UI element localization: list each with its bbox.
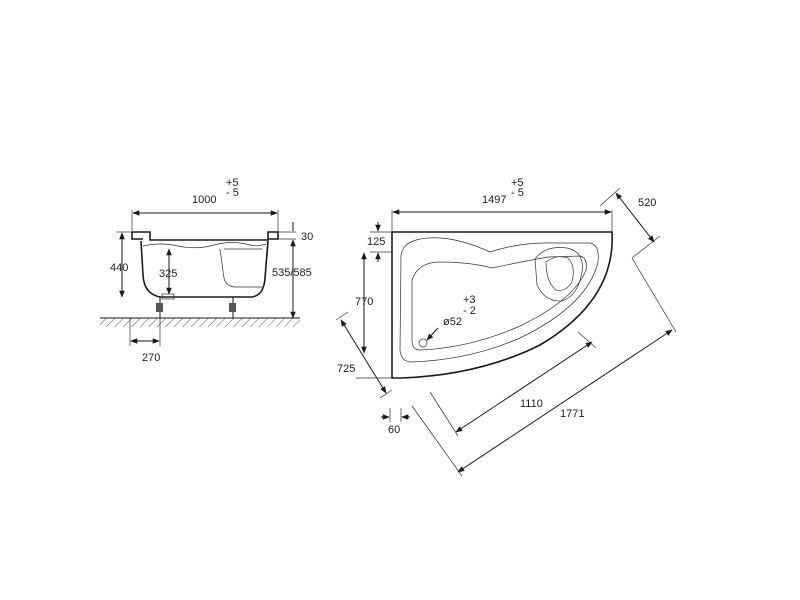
foot-right-pad bbox=[229, 303, 236, 312]
floor-hatch bbox=[100, 318, 300, 327]
tub-headrest bbox=[534, 247, 583, 302]
tub-water-line bbox=[142, 242, 267, 249]
dim-length-tol-plus: +5 bbox=[511, 177, 524, 189]
dim-left-inner: 770 bbox=[355, 296, 373, 308]
dim-gap: 60 bbox=[388, 424, 400, 436]
dim-drain-tol-minus: - 2 bbox=[463, 305, 476, 317]
dim-depth-right: 520 bbox=[638, 197, 656, 209]
dim-drain-tol-plus: +3 bbox=[463, 294, 476, 306]
tub-rim bbox=[131, 231, 279, 241]
top-view: ø52 +3 - 2 1497 +5 - 5 520 125 770 725 bbox=[335, 177, 677, 477]
tub-body bbox=[140, 240, 269, 298]
tub-drain-hole bbox=[418, 338, 428, 348]
dim-left-diag: 725 bbox=[337, 363, 355, 375]
dim-diagonal: 1771 bbox=[560, 408, 584, 420]
dim-rim: 30 bbox=[301, 231, 313, 243]
dim-height-left: 440 bbox=[110, 262, 128, 274]
dim-length: 1497 bbox=[482, 194, 506, 206]
tub-seat bbox=[219, 248, 262, 288]
dim-width-tol-plus: +5 bbox=[226, 177, 239, 189]
dim-drain: ø52 bbox=[443, 316, 462, 328]
dim-foot-offset: 270 bbox=[142, 352, 160, 364]
tub-basin bbox=[399, 237, 599, 363]
foot-left-pad bbox=[156, 303, 163, 312]
dim-depth-right-line bbox=[615, 192, 655, 243]
dim-top-edge: 125 bbox=[367, 236, 385, 248]
dim-left-diag-line bbox=[340, 319, 387, 394]
dim-base-length: 1110 bbox=[520, 398, 543, 410]
tub-basin-inner bbox=[411, 255, 587, 351]
side-view: 1000 +5 - 5 440 325 30 535/585 270 bbox=[100, 177, 313, 364]
dim-width-tol-minus: - 5 bbox=[226, 187, 239, 199]
dim-height-total: 535/585 bbox=[272, 267, 312, 279]
dim-width: 1000 bbox=[192, 194, 216, 206]
dim-inner-depth: 325 bbox=[159, 268, 177, 280]
tub-outline-outer bbox=[391, 231, 613, 379]
dim-diagonal-line bbox=[457, 329, 673, 473]
dim-length-tol-minus: - 5 bbox=[511, 187, 524, 199]
